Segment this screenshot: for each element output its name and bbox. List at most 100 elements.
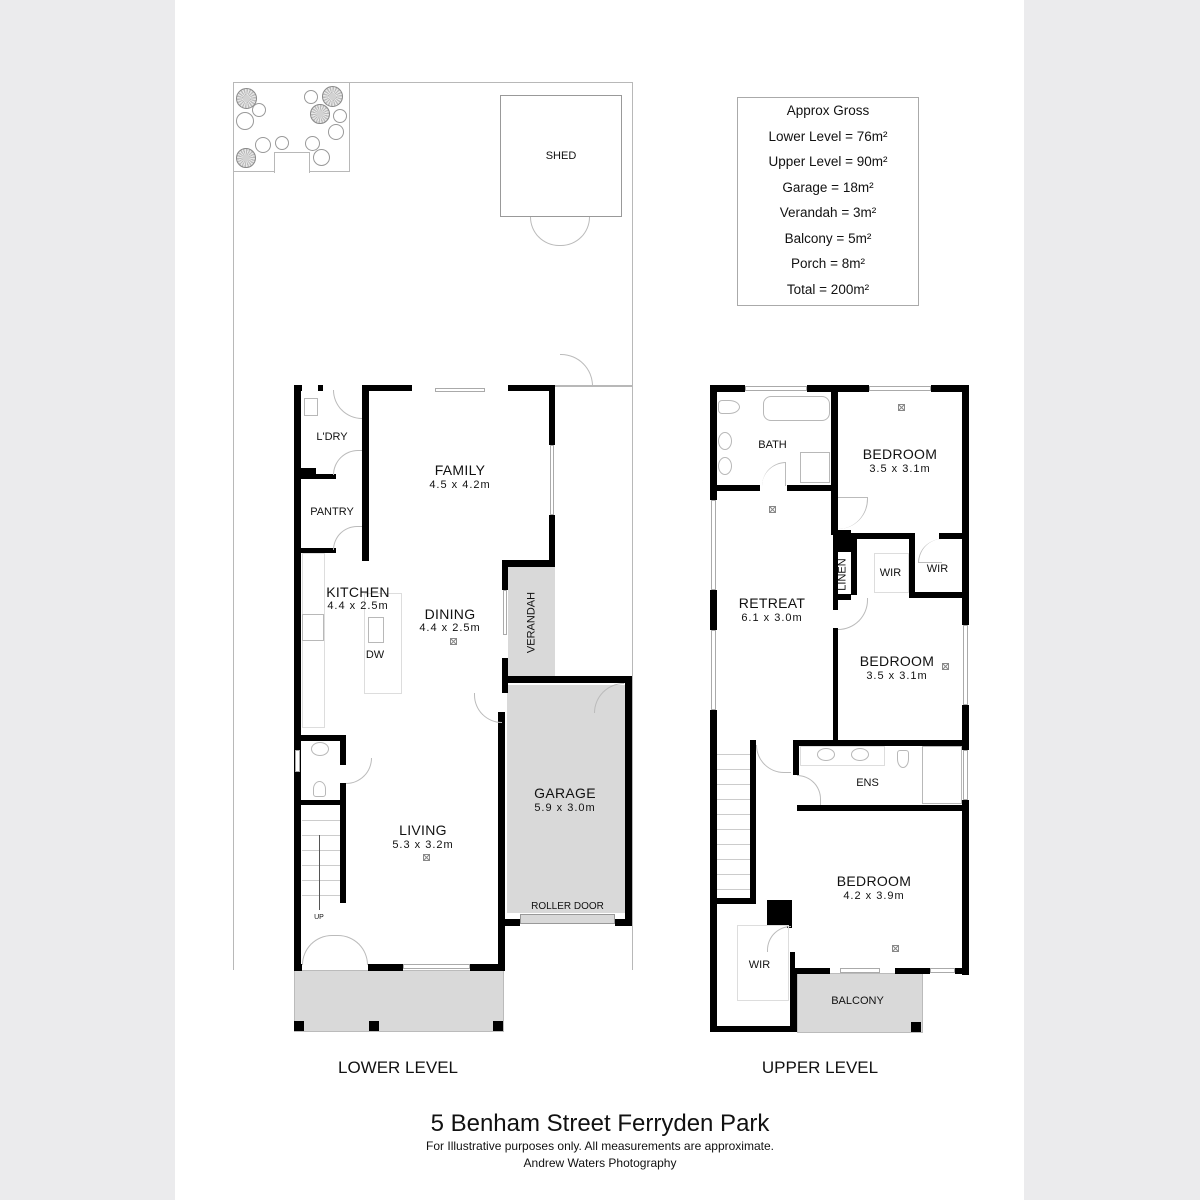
wall — [851, 533, 857, 595]
roller-door[interactable] — [520, 914, 615, 924]
ceiling-light-icon — [423, 854, 430, 861]
upper-level-caption: UPPER LEVEL — [761, 1058, 879, 1077]
wall — [340, 783, 346, 903]
staircase-upper — [717, 740, 750, 900]
balcony-area — [797, 973, 923, 1033]
summary-total: Total = 200m² — [786, 281, 870, 297]
bath-basin — [718, 457, 732, 475]
wall — [296, 735, 346, 741]
bedroom1-label: BEDROOM — [862, 446, 938, 462]
laundry-sink — [304, 398, 318, 416]
dishwasher-label: DW — [365, 649, 385, 661]
shrub-icon — [252, 103, 266, 117]
wall — [909, 592, 967, 598]
tree-icon — [322, 86, 343, 107]
shrub-icon — [333, 109, 347, 123]
family-sliding-door[interactable] — [435, 388, 485, 392]
pantry-label: PANTRY — [310, 506, 354, 518]
ensuite-label: ENS — [856, 777, 879, 789]
retreat-label: RETREAT — [738, 595, 806, 611]
bath-window — [745, 386, 807, 391]
summary-lower-level: Lower Level = 76m² — [768, 128, 888, 144]
wall — [931, 385, 969, 392]
bath-toilet — [718, 400, 740, 414]
area-summary-box: Approx Gross Lower Level = 76m² Upper Le… — [737, 97, 919, 306]
family-side-window — [550, 445, 554, 515]
porch-area — [294, 970, 504, 1032]
ceiling-light-icon — [450, 638, 457, 645]
shrub-icon — [275, 136, 289, 150]
ceiling-light-icon — [942, 663, 949, 670]
wall — [505, 919, 520, 926]
wall — [296, 800, 346, 805]
verandah-area — [508, 566, 555, 679]
ensuite-window — [963, 750, 968, 800]
wall — [470, 964, 505, 971]
shrub-icon — [255, 137, 271, 153]
wall — [793, 740, 799, 775]
ensuite-shower — [922, 746, 962, 804]
balcony-sliding-door[interactable] — [840, 968, 880, 973]
wall — [787, 485, 837, 491]
shrub-icon — [304, 90, 318, 104]
summary-verandah: Verandah = 3m² — [779, 205, 877, 220]
retreat-window — [711, 630, 716, 710]
wall — [549, 385, 555, 445]
wall — [362, 385, 369, 561]
verandah-sliding-door[interactable] — [503, 590, 507, 635]
wall — [962, 800, 969, 975]
wall — [318, 385, 323, 391]
bathtub — [763, 396, 830, 421]
summary-upper-level: Upper Level = 90m² — [768, 154, 888, 169]
ceiling-light-icon — [898, 404, 905, 411]
wall — [787, 900, 792, 928]
wir3-label: WIR — [748, 959, 771, 971]
wall — [294, 385, 302, 391]
shrub-icon — [236, 112, 254, 130]
retreat-window — [711, 500, 716, 590]
bedroom1-window — [869, 386, 931, 391]
ensuite-toilet — [897, 750, 909, 768]
wall — [710, 385, 745, 392]
rear-fence — [555, 385, 633, 387]
garage-dims: 5.9 x 3.0m — [534, 802, 596, 814]
wall — [508, 385, 555, 391]
bedroom2-window — [963, 625, 968, 705]
disclaimer: For Illustrative purposes only. All meas… — [426, 1139, 774, 1153]
ensuite-basin — [851, 748, 869, 761]
powder-window — [295, 750, 300, 772]
cooktop — [302, 614, 324, 641]
wall — [833, 594, 851, 600]
bedroom2-dims: 3.5 x 3.1m — [866, 670, 928, 682]
wall — [955, 968, 969, 974]
wir2-label: WIR — [926, 563, 949, 575]
wir1-shelf — [874, 553, 909, 593]
dining-label: DINING — [424, 606, 476, 622]
garage-label: GARAGE — [534, 785, 596, 801]
wall — [710, 1026, 795, 1032]
wall — [851, 533, 914, 539]
wall — [797, 805, 969, 811]
wall — [502, 658, 508, 693]
powder-basin — [311, 742, 329, 756]
wall — [790, 952, 795, 974]
wall — [710, 590, 717, 630]
wall — [294, 474, 336, 479]
wall — [909, 533, 915, 598]
bedroom2-label: BEDROOM — [859, 653, 935, 669]
ensuite-vanity — [800, 746, 885, 766]
kitchen-sink — [368, 617, 384, 643]
verandah-label: VERANDAH — [525, 591, 538, 654]
balcony-post — [911, 1022, 921, 1032]
wall — [962, 385, 969, 625]
wall — [833, 530, 838, 610]
wall — [833, 628, 838, 743]
shrub-icon — [305, 136, 320, 151]
wall — [962, 705, 969, 750]
wall — [502, 676, 632, 683]
wall — [790, 968, 830, 974]
retreat-dims: 6.1 x 3.0m — [741, 612, 803, 624]
wall — [294, 468, 316, 479]
roller-door-label: ROLLER DOOR — [531, 901, 604, 912]
porch-post — [493, 1021, 503, 1031]
